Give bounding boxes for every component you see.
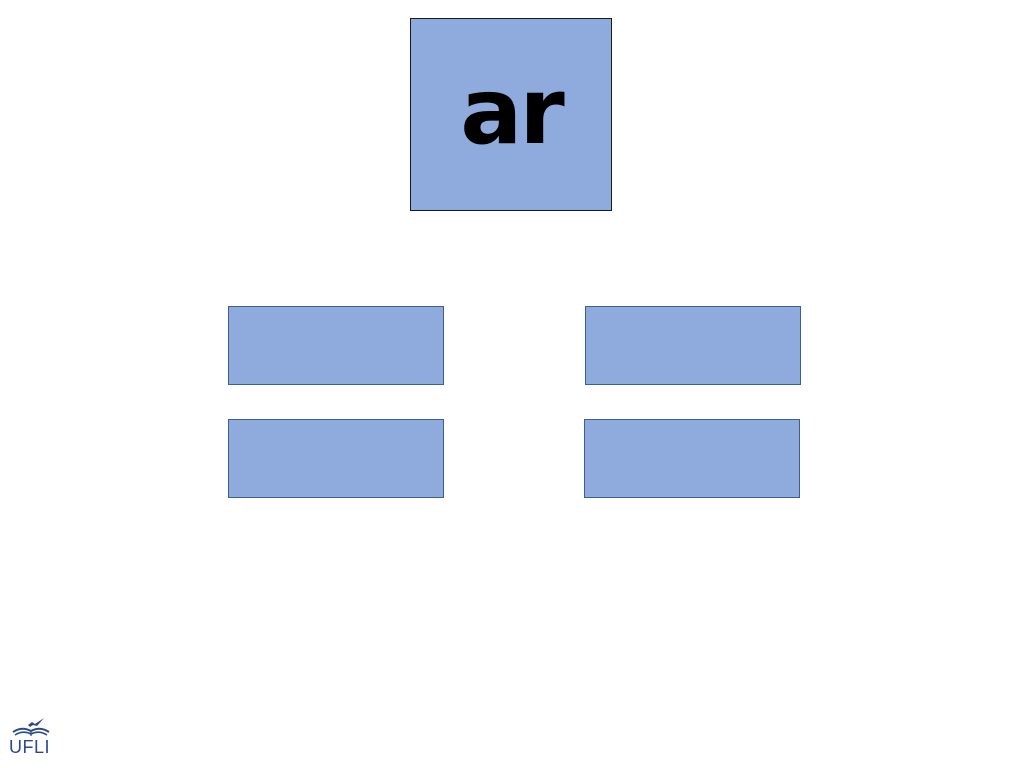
- grapheme-card[interactable]: ar: [410, 18, 612, 211]
- logo-text: UFLI: [9, 737, 51, 757]
- open-book-bird-icon: [12, 718, 50, 736]
- word-box-4[interactable]: [584, 419, 800, 498]
- word-box-3[interactable]: [228, 419, 444, 498]
- word-box-1[interactable]: [228, 306, 444, 385]
- word-box-2[interactable]: [585, 306, 801, 385]
- grapheme-text: ar: [460, 57, 564, 165]
- ufli-logo: UFLI: [8, 716, 58, 762]
